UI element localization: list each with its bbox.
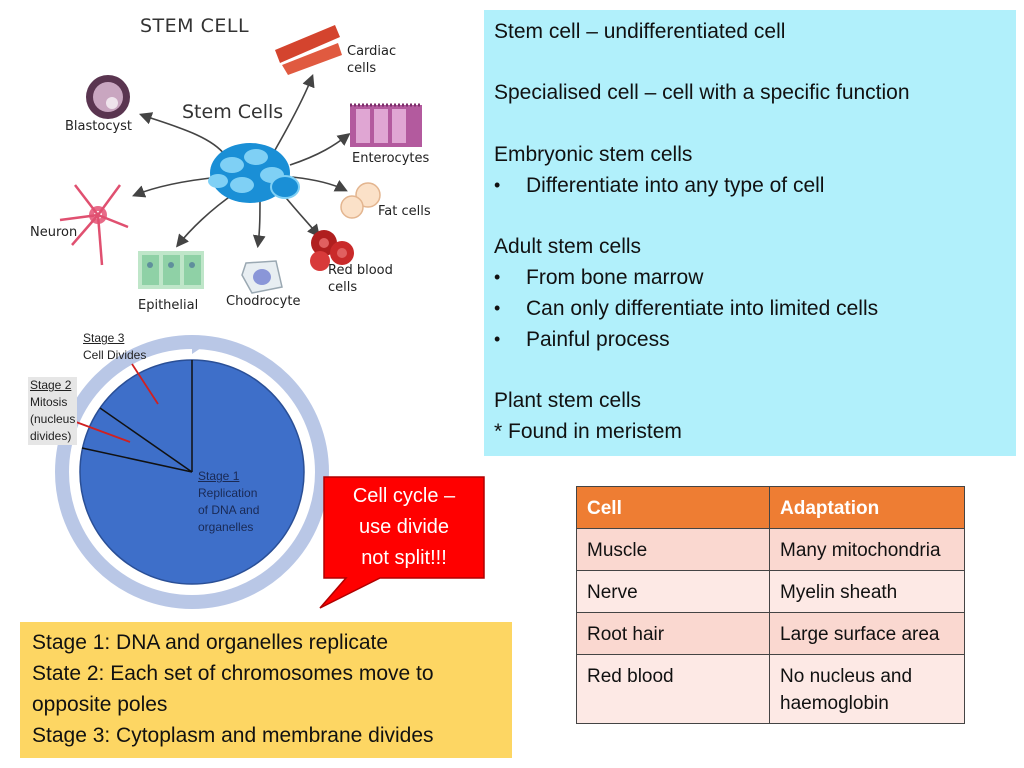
stage1-desc2: of DNA and [198,503,260,517]
table-cell: Nerve [576,570,770,613]
cardiac-label: Cardiac cells [347,43,396,77]
stage3-desc: Cell Divides [83,348,147,362]
embryonic-heading: Embryonic stem cells [494,143,693,166]
epithelial-icon [138,251,204,289]
table-row: Nerve Myelin sheath [576,570,965,613]
table-cell: Large surface area [769,612,965,655]
callout-line2: use divide [358,516,450,538]
bullet-icon: • [494,298,501,318]
red-blood-label: Red blood cells [328,262,393,296]
red-blood-label-line2: cells [328,280,358,295]
stage1-title: Stage 1 [198,469,240,483]
neuron-label: Neuron [30,225,78,240]
enterocytes-label: Enterocytes [352,151,430,166]
plant-note: * Found in meristem [494,420,682,443]
stage1-desc1: Replication [198,486,258,500]
stem-cell-definition: Stem cell – undifferentiated cell [494,20,786,43]
neuron-icon [59,184,129,266]
red-blood-label-line1: Red blood [328,263,393,278]
table-header-row: Cell Adaptation [576,486,965,529]
table-row: Red blood No nucleus and haemoglobin [576,654,965,724]
cardiac-cells-icon [275,19,342,75]
epithelial-label: Epithelial [138,298,199,313]
bullet-icon: • [494,329,501,349]
callout-line1: Cell cycle – [352,485,456,507]
enterocytes-icon [350,103,422,147]
adult-point-3: Painful process [526,328,670,351]
table-cell: Root hair [576,612,770,655]
red-blood-cells-icon [310,230,354,271]
cell-cycle-pie [55,335,329,609]
stages-line-3: opposite poles [32,693,168,716]
cell-cycle-callout: Cell cycle – use divide not split!!! [325,481,483,574]
table-cell: Many mitochondria [769,528,965,571]
cardiac-label-line1: Cardiac [347,44,397,59]
bullet-icon: • [494,175,501,195]
cell-cycle-diagram: Stage 3 Cell Divides Stage 2 Mitosis (nu… [20,330,360,620]
table-header-adaptation: Adaptation [769,486,965,529]
adult-point-1: From bone marrow [526,266,704,289]
stage2-title: Stage 2 [30,378,72,392]
specialised-cell-definition: Specialised cell – cell with a specific … [494,81,910,104]
table-cell: Muscle [576,528,770,571]
fat-cells-icon [340,182,381,219]
stage3-title: Stage 3 [83,331,125,345]
stage1-label: Stage 1 Replication of DNA and organelle… [198,468,259,536]
definitions-box: Stem cell – undifferentiated cell Specia… [484,10,1016,456]
blastocyst-label: Blastocyst [65,119,133,134]
chodrocyte-label: Chodrocyte [226,294,301,309]
stages-line-4: Stage 3: Cytoplasm and membrane divides [32,724,434,747]
stem-cell-diagram: STEM CELL Stem Cells Cardiac cells Blast… [20,5,460,325]
callout-line3: not split!!! [361,547,447,569]
table-cell: Red blood [576,654,770,724]
stage1-desc3: organelles [198,520,254,534]
plant-heading: Plant stem cells [494,389,642,412]
chodrocyte-icon [241,260,283,294]
table-header-cell: Cell [576,486,770,529]
embryonic-point-1: Differentiate into any type of cell [526,174,825,197]
adaptation-table: Cell Adaptation Muscle Many mitochondria… [576,486,965,724]
stage3-label: Stage 3 Cell Divides [83,330,146,364]
table-row: Root hair Large surface area [576,612,965,655]
fat-cells-label: Fat cells [378,204,431,219]
stage2-desc1: Mitosis [30,395,68,409]
diagram-center-label: Stem Cells [182,101,284,123]
blastocyst-icon [86,75,130,119]
stages-line-2: State 2: Each set of chromosomes move to [32,662,434,685]
stage2-desc3: divides) [30,429,72,443]
cardiac-label-line2: cells [347,61,377,76]
stage2-label: Stage 2 Mitosis (nucleus divides) [28,377,78,445]
adult-heading: Adult stem cells [494,235,642,258]
stage2-desc2: (nucleus [30,412,76,426]
stages-line-1: Stage 1: DNA and organelles replicate [32,631,389,654]
bullet-icon: • [494,267,501,287]
table-cell: No nucleus and haemoglobin [769,654,965,724]
adult-point-2: Can only differentiate into limited cell… [526,297,879,320]
table-row: Muscle Many mitochondria [576,528,965,571]
table-cell: Myelin sheath [769,570,965,613]
stem-cell-cluster-icon [208,143,300,203]
cell-cycle-stages-box: Stage 1: DNA and organelles replicate St… [20,622,512,758]
diagram-title: STEM CELL [140,15,250,37]
stem-cell-illustration [59,19,422,294]
